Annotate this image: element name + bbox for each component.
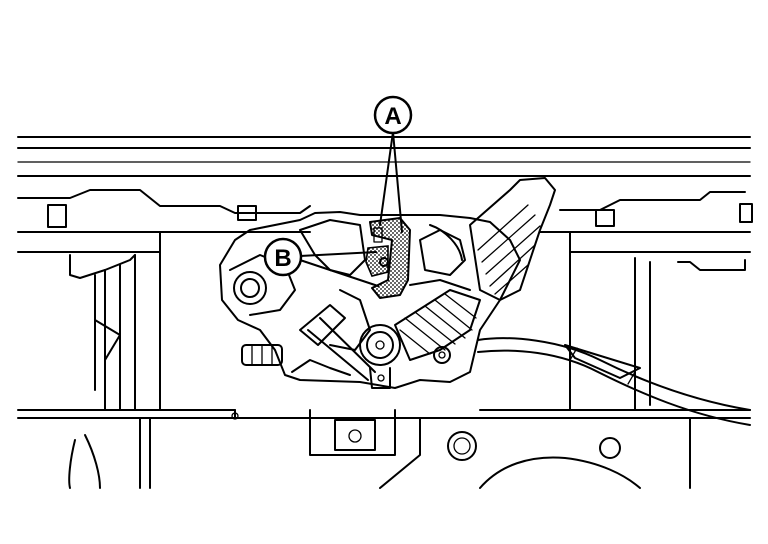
left-bracket <box>17 251 161 411</box>
hood-lock-assembly <box>219 177 556 389</box>
release-cable <box>477 337 751 426</box>
callout-b: B <box>263 237 379 287</box>
lower-structure <box>17 409 751 489</box>
crossmember <box>17 189 753 233</box>
callout-a: A <box>373 95 413 233</box>
upper-support-beam <box>17 136 751 177</box>
callout-a-label: A <box>384 103 401 130</box>
callout-b-label: B <box>274 245 291 272</box>
grease-area <box>365 217 411 299</box>
right-bracket <box>569 251 751 411</box>
